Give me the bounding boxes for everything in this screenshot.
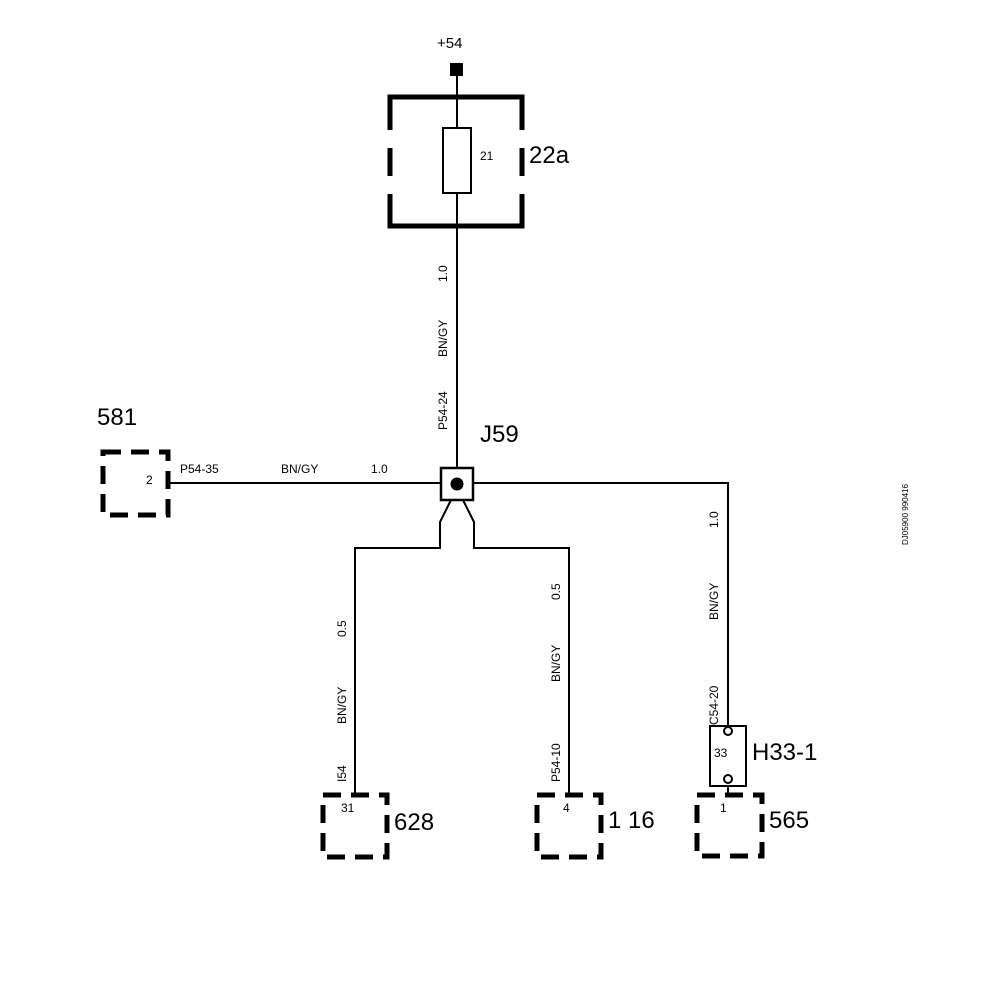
supply-label: +54 (437, 35, 462, 52)
document-id: DJ05900 990416 (901, 484, 910, 545)
left-wire-pin: P54-35 (180, 462, 219, 476)
connector-581-label: 581 (97, 404, 137, 431)
fuse-number: 21 (480, 149, 494, 163)
connector-628-pin: 31 (341, 801, 355, 815)
fuse-block-label: 22a (529, 142, 570, 169)
junction-j59: J59 (439, 421, 519, 502)
fuse-element (442, 127, 472, 194)
branch-wire-116 (462, 499, 570, 795)
connector-116-pin: 4 (563, 801, 570, 815)
junction-label: J59 (480, 421, 519, 448)
connector-628: 31 628 (320, 792, 434, 860)
component-h33-1: 33 H33-1 (709, 725, 817, 787)
right-wire-pin: C54-20 (707, 685, 721, 725)
main-wire-size: 1.0 (436, 265, 450, 282)
h33-pin: 33 (714, 746, 728, 760)
connector-565-box (694, 792, 765, 859)
drop-116-color: BN/GY (549, 645, 563, 682)
left-wire-color: BN/GY (281, 462, 318, 476)
h33-bottom-pin (723, 774, 733, 784)
connector-565: 1 565 (694, 792, 809, 859)
connector-581: 2 581 (97, 404, 171, 518)
connector-116-box (534, 792, 604, 860)
drop-628-color: BN/GY (335, 687, 349, 724)
branch-wire-628 (354, 499, 452, 795)
connector-581-pin: 2 (146, 473, 153, 487)
fuse-block: 21 22a (387, 94, 570, 229)
drop-116-pin: P54-10 (549, 743, 563, 782)
drop-628-pin: I54 (335, 765, 349, 782)
left-wire-size: 1.0 (371, 462, 388, 476)
supply-terminal (450, 63, 463, 76)
right-wire-size: 1.0 (707, 511, 721, 528)
drop-116-size: 0.5 (549, 583, 563, 600)
connector-628-box (320, 792, 390, 860)
h33-top-pin (723, 726, 733, 736)
connector-565-label: 565 (769, 807, 809, 834)
right-wire-color: BN/GY (707, 583, 721, 620)
connector-565-pin: 1 (720, 801, 727, 815)
connector-116-label: 1 16 (608, 807, 655, 834)
fuse-block-outline (387, 94, 525, 229)
connector-628-label: 628 (394, 809, 434, 836)
main-wire-color: BN/GY (436, 320, 450, 357)
connector-581-box (100, 449, 171, 518)
h33-label: H33-1 (752, 739, 817, 766)
junction-dot (450, 477, 464, 491)
right-wire (473, 482, 729, 726)
junction-pin: P54-24 (436, 391, 450, 430)
drop-628-size: 0.5 (335, 620, 349, 637)
connector-116: 4 1 16 (534, 792, 655, 860)
